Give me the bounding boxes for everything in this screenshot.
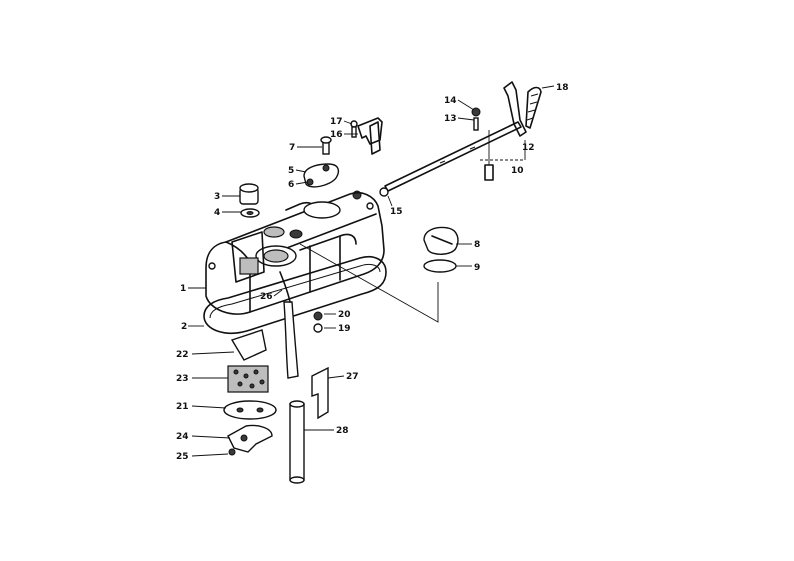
callout-2: 2	[181, 322, 187, 332]
screw-25	[228, 448, 236, 456]
callout-12: 12	[522, 143, 535, 153]
valve-cover	[205, 191, 385, 315]
cover-24	[227, 424, 273, 453]
cover-gasket	[203, 256, 387, 334]
cap-3	[239, 183, 259, 205]
throttle-linkage	[379, 81, 542, 197]
callout-13: 13	[444, 114, 457, 124]
oil-filler-neck	[231, 231, 265, 283]
callout-21: 21	[176, 402, 189, 412]
linkage-lever	[503, 81, 527, 137]
seal-ring-9	[423, 259, 457, 273]
cover-body	[205, 191, 385, 315]
callout-7: 7	[289, 143, 295, 153]
callout-5: 5	[288, 166, 294, 176]
return-spring	[525, 86, 542, 129]
nut-20	[313, 311, 323, 321]
callout-26: 26	[260, 292, 273, 302]
callout-16: 16	[330, 130, 343, 140]
cover-boss	[303, 201, 341, 219]
callout-10: 10	[511, 166, 524, 176]
flange-22	[230, 329, 267, 361]
callout-9: 9	[474, 263, 480, 273]
callout-28: 28	[336, 426, 349, 436]
hose-clip-27	[311, 366, 329, 420]
callout-8: 8	[474, 240, 480, 250]
callout-18: 18	[556, 83, 569, 93]
callout-24: 24	[176, 432, 189, 442]
callout-23: 23	[176, 374, 189, 384]
breather-hose	[279, 271, 305, 484]
clip-15	[379, 187, 389, 197]
bracket-16	[350, 117, 383, 200]
callout-15: 15	[390, 207, 403, 217]
callout-6: 6	[288, 180, 294, 190]
callout-14: 14	[444, 96, 457, 106]
bolt-13	[473, 117, 479, 131]
callout-27: 27	[346, 372, 359, 382]
gasket-21	[223, 400, 277, 420]
hose-28	[289, 403, 305, 481]
callout-22: 22	[176, 350, 189, 360]
callout-4: 4	[214, 208, 220, 218]
callout-17: 17	[330, 117, 343, 127]
linkage-rod	[384, 121, 522, 192]
callout-3: 3	[214, 192, 220, 202]
callout-20: 20	[338, 310, 351, 320]
callout-25: 25	[176, 452, 189, 462]
filter-23	[227, 365, 269, 393]
callout-1: 1	[180, 284, 186, 294]
linkage-clip	[484, 164, 494, 181]
callout-19: 19	[338, 324, 351, 334]
oil-filler-cap	[423, 226, 459, 273]
bolt-19	[313, 323, 323, 333]
breather-cover	[303, 136, 340, 188]
